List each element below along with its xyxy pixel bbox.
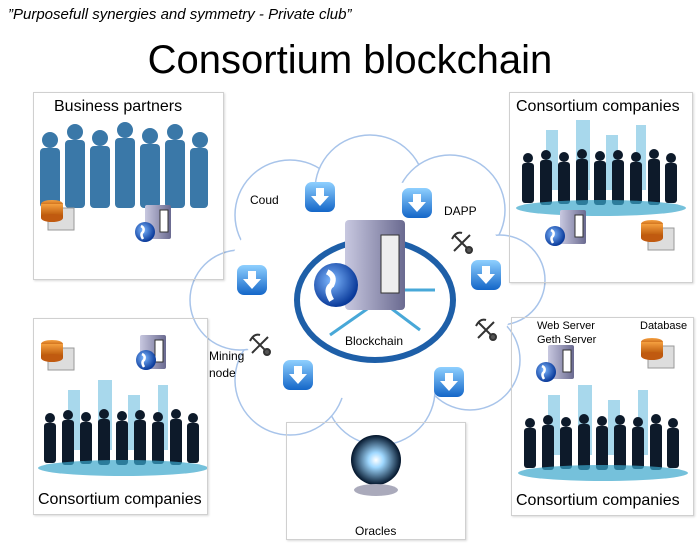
web-server-label: Web Server	[537, 320, 595, 332]
consortium-companies-box-bottom-right	[511, 317, 694, 516]
cloud-label: Coud	[250, 193, 279, 207]
blockchain-label: Blockchain	[345, 334, 404, 348]
business-partners-crowd	[40, 122, 208, 208]
oracle-orb	[351, 435, 401, 485]
consortium-companies-label-top-right: Consortium companies	[516, 98, 680, 115]
consortium-companies-box-bottom-left	[33, 318, 208, 515]
mining-node-label: Mining node	[209, 349, 245, 380]
consortium-companies-box-top-right	[509, 92, 693, 283]
consortium-companies-label-bottom-left: Consortium companies	[38, 491, 202, 508]
consortium-companies-label-bottom-right: Consortium companies	[516, 492, 680, 509]
business-partners-label: Business partners	[54, 98, 183, 115]
oracles-box	[286, 422, 466, 540]
dapp-label: DAPP	[444, 204, 477, 218]
page-title: Consortium blockchain	[147, 38, 553, 82]
database-label: Database	[640, 320, 688, 332]
central-server	[345, 220, 405, 310]
business-partners-box	[33, 92, 224, 280]
geth-server-label: Geth Server	[537, 334, 597, 346]
subtitle: ”Purposefull synergies and symmetry - Pr…	[8, 6, 352, 23]
oracles-label: Oracles	[355, 524, 397, 538]
